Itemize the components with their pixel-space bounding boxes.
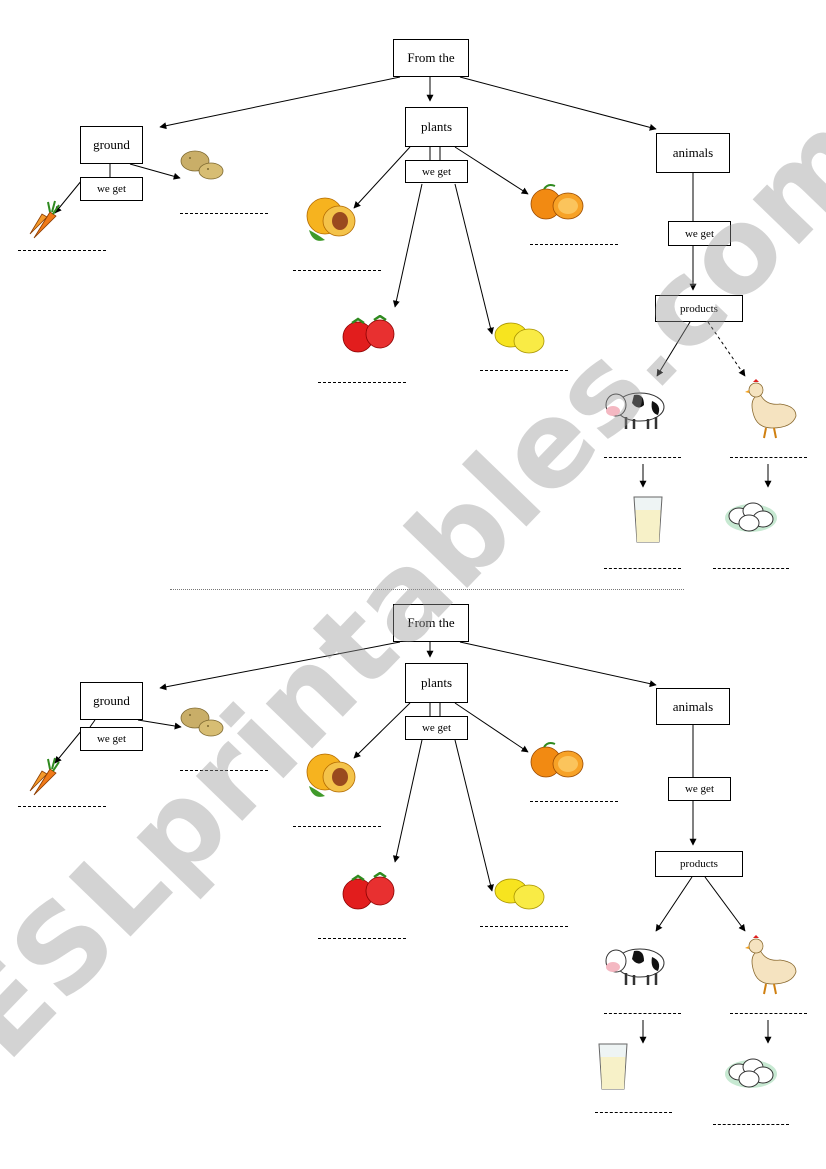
answer-blank-peach[interactable] xyxy=(293,826,381,827)
potato-icon xyxy=(180,707,224,737)
root-label: From the xyxy=(407,615,455,630)
category-label-ground: ground xyxy=(93,693,130,708)
chicken-icon xyxy=(745,935,797,995)
category-label-animals: animals xyxy=(672,698,714,714)
orange-icon xyxy=(530,742,584,778)
products-box: products xyxy=(655,295,743,322)
chicken-icon xyxy=(745,379,797,439)
category-box-animals: animals xyxy=(656,133,730,173)
answer-blank-milk[interactable] xyxy=(595,1112,672,1113)
milk-glass-icon xyxy=(633,496,663,543)
cow-icon xyxy=(605,948,665,985)
we-get-label: we get xyxy=(684,783,714,795)
we-get-label: we get xyxy=(684,227,714,240)
we-get-label: we get xyxy=(96,733,126,745)
products-label: products xyxy=(680,302,718,315)
lemon-icon xyxy=(494,878,545,910)
category-label-animals: animals xyxy=(672,145,714,160)
connector-arrows xyxy=(54,76,772,488)
orange-icon xyxy=(530,184,584,220)
answer-blank-tomato[interactable] xyxy=(318,938,406,939)
answer-blank-carrot[interactable] xyxy=(18,806,106,807)
answer-blank-chicken[interactable] xyxy=(730,1013,807,1014)
category-box-ground: ground xyxy=(80,682,143,720)
we-get-box-ground: we get xyxy=(80,177,143,201)
carrot-icon xyxy=(29,757,60,796)
products-label: products xyxy=(680,858,718,870)
answer-blank-tomato[interactable] xyxy=(318,382,406,383)
answer-blank-chicken[interactable] xyxy=(730,457,807,458)
connector-arrows xyxy=(54,641,772,1044)
category-box-plants: plants xyxy=(405,663,468,703)
category-label-ground: ground xyxy=(93,137,130,152)
category-box-animals: animals xyxy=(656,688,730,725)
food-sources-diagram: From the ground plants animals we get we… xyxy=(0,0,826,580)
lemon-icon xyxy=(494,322,545,354)
answer-blank-orange[interactable] xyxy=(530,244,618,245)
we-get-box-ground: we get xyxy=(80,727,143,751)
tomato-icon xyxy=(342,315,395,353)
eggs-icon xyxy=(725,1058,777,1088)
peach-icon xyxy=(306,753,356,797)
category-label-plants: plants xyxy=(420,675,453,690)
answer-blank-peach[interactable] xyxy=(293,270,381,271)
answer-blank-lemon[interactable] xyxy=(480,926,568,927)
eggs-icon xyxy=(725,502,777,532)
we-get-box-animals: we get xyxy=(668,221,731,246)
category-box-ground: ground xyxy=(80,126,143,164)
cow-icon xyxy=(605,392,665,429)
we-get-label: we get xyxy=(421,722,451,734)
answer-blank-cow[interactable] xyxy=(604,457,681,458)
root-box: From the xyxy=(393,39,469,77)
we-get-label: we get xyxy=(96,183,126,195)
we-get-box-plants: we get xyxy=(405,716,468,740)
section-divider xyxy=(170,589,684,590)
root-label: From the xyxy=(407,50,455,65)
we-get-label: we get xyxy=(421,165,451,178)
answer-blank-potato[interactable] xyxy=(180,213,268,214)
category-box-plants: plants xyxy=(405,107,468,147)
answer-blank-orange[interactable] xyxy=(530,801,618,802)
answer-blank-cow[interactable] xyxy=(604,1013,681,1014)
we-get-box-animals: we get xyxy=(668,777,731,801)
carrot-icon xyxy=(29,200,60,239)
we-get-box-plants: we get xyxy=(405,160,468,183)
root-box: From the xyxy=(393,604,469,642)
products-box: products xyxy=(655,851,743,877)
answer-blank-potato[interactable] xyxy=(180,770,268,771)
tomato-icon xyxy=(342,872,395,910)
milk-glass-icon xyxy=(598,1043,628,1090)
category-label-plants: plants xyxy=(420,119,453,134)
answer-blank-eggs[interactable] xyxy=(713,1124,789,1125)
peach-icon xyxy=(306,197,356,241)
answer-blank-carrot[interactable] xyxy=(18,250,106,251)
food-sources-diagram: From the ground plants animals we get we… xyxy=(0,565,826,1145)
answer-blank-eggs[interactable] xyxy=(713,568,789,569)
answer-blank-lemon[interactable] xyxy=(480,370,568,371)
potato-icon xyxy=(180,150,224,180)
answer-blank-milk[interactable] xyxy=(604,568,681,569)
